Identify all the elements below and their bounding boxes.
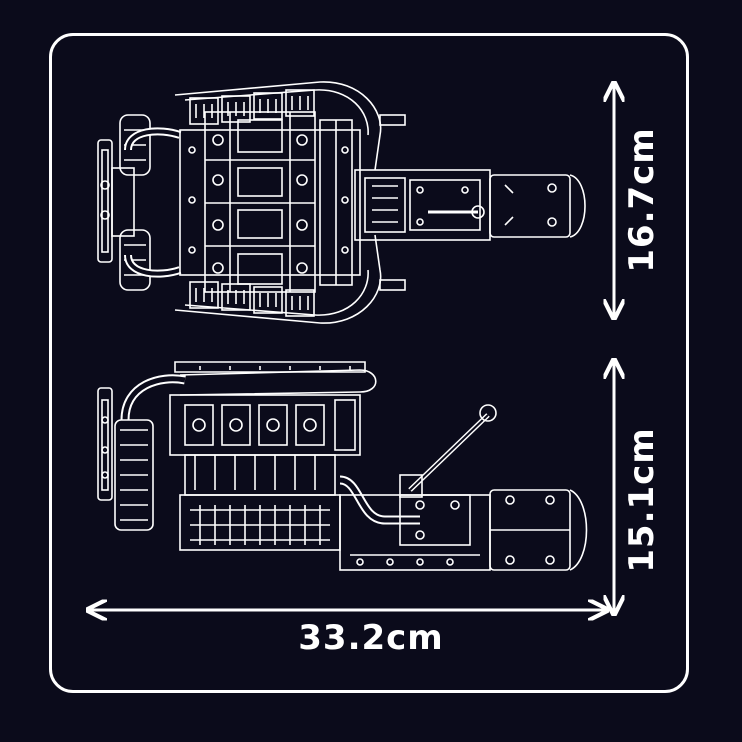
engine-side-view [97,361,588,571]
width-dimension-label: 33.2cm [298,618,444,658]
engine-top-view [97,81,586,324]
top-height-dimension-label: 16.7cm [622,127,662,273]
bottom-height-dimension-label: 15.1cm [622,427,662,573]
diagram-frame [49,33,689,693]
